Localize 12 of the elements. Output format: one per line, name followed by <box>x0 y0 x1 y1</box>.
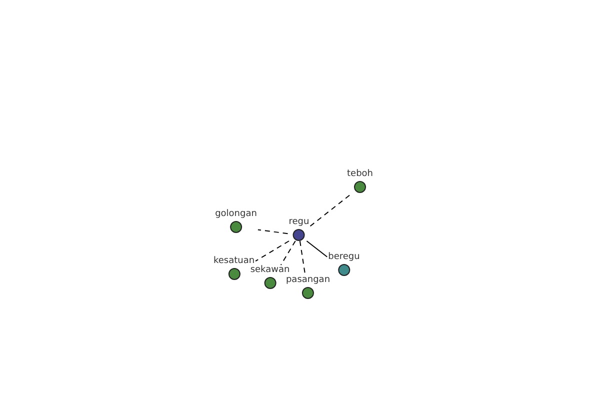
connector-line <box>306 240 328 258</box>
node-label: golongan <box>214 209 258 220</box>
node-label: beregu <box>327 252 361 263</box>
connector-line <box>257 229 288 234</box>
node-label: sekawan <box>249 265 291 276</box>
connector-line <box>255 240 290 262</box>
node-label: teboh <box>346 169 374 180</box>
connector-line <box>299 240 306 276</box>
node-label: regu <box>288 217 310 228</box>
node-label: pasangan <box>284 275 332 286</box>
node-label: kesatuan <box>212 256 255 266</box>
connector-line <box>280 240 296 266</box>
